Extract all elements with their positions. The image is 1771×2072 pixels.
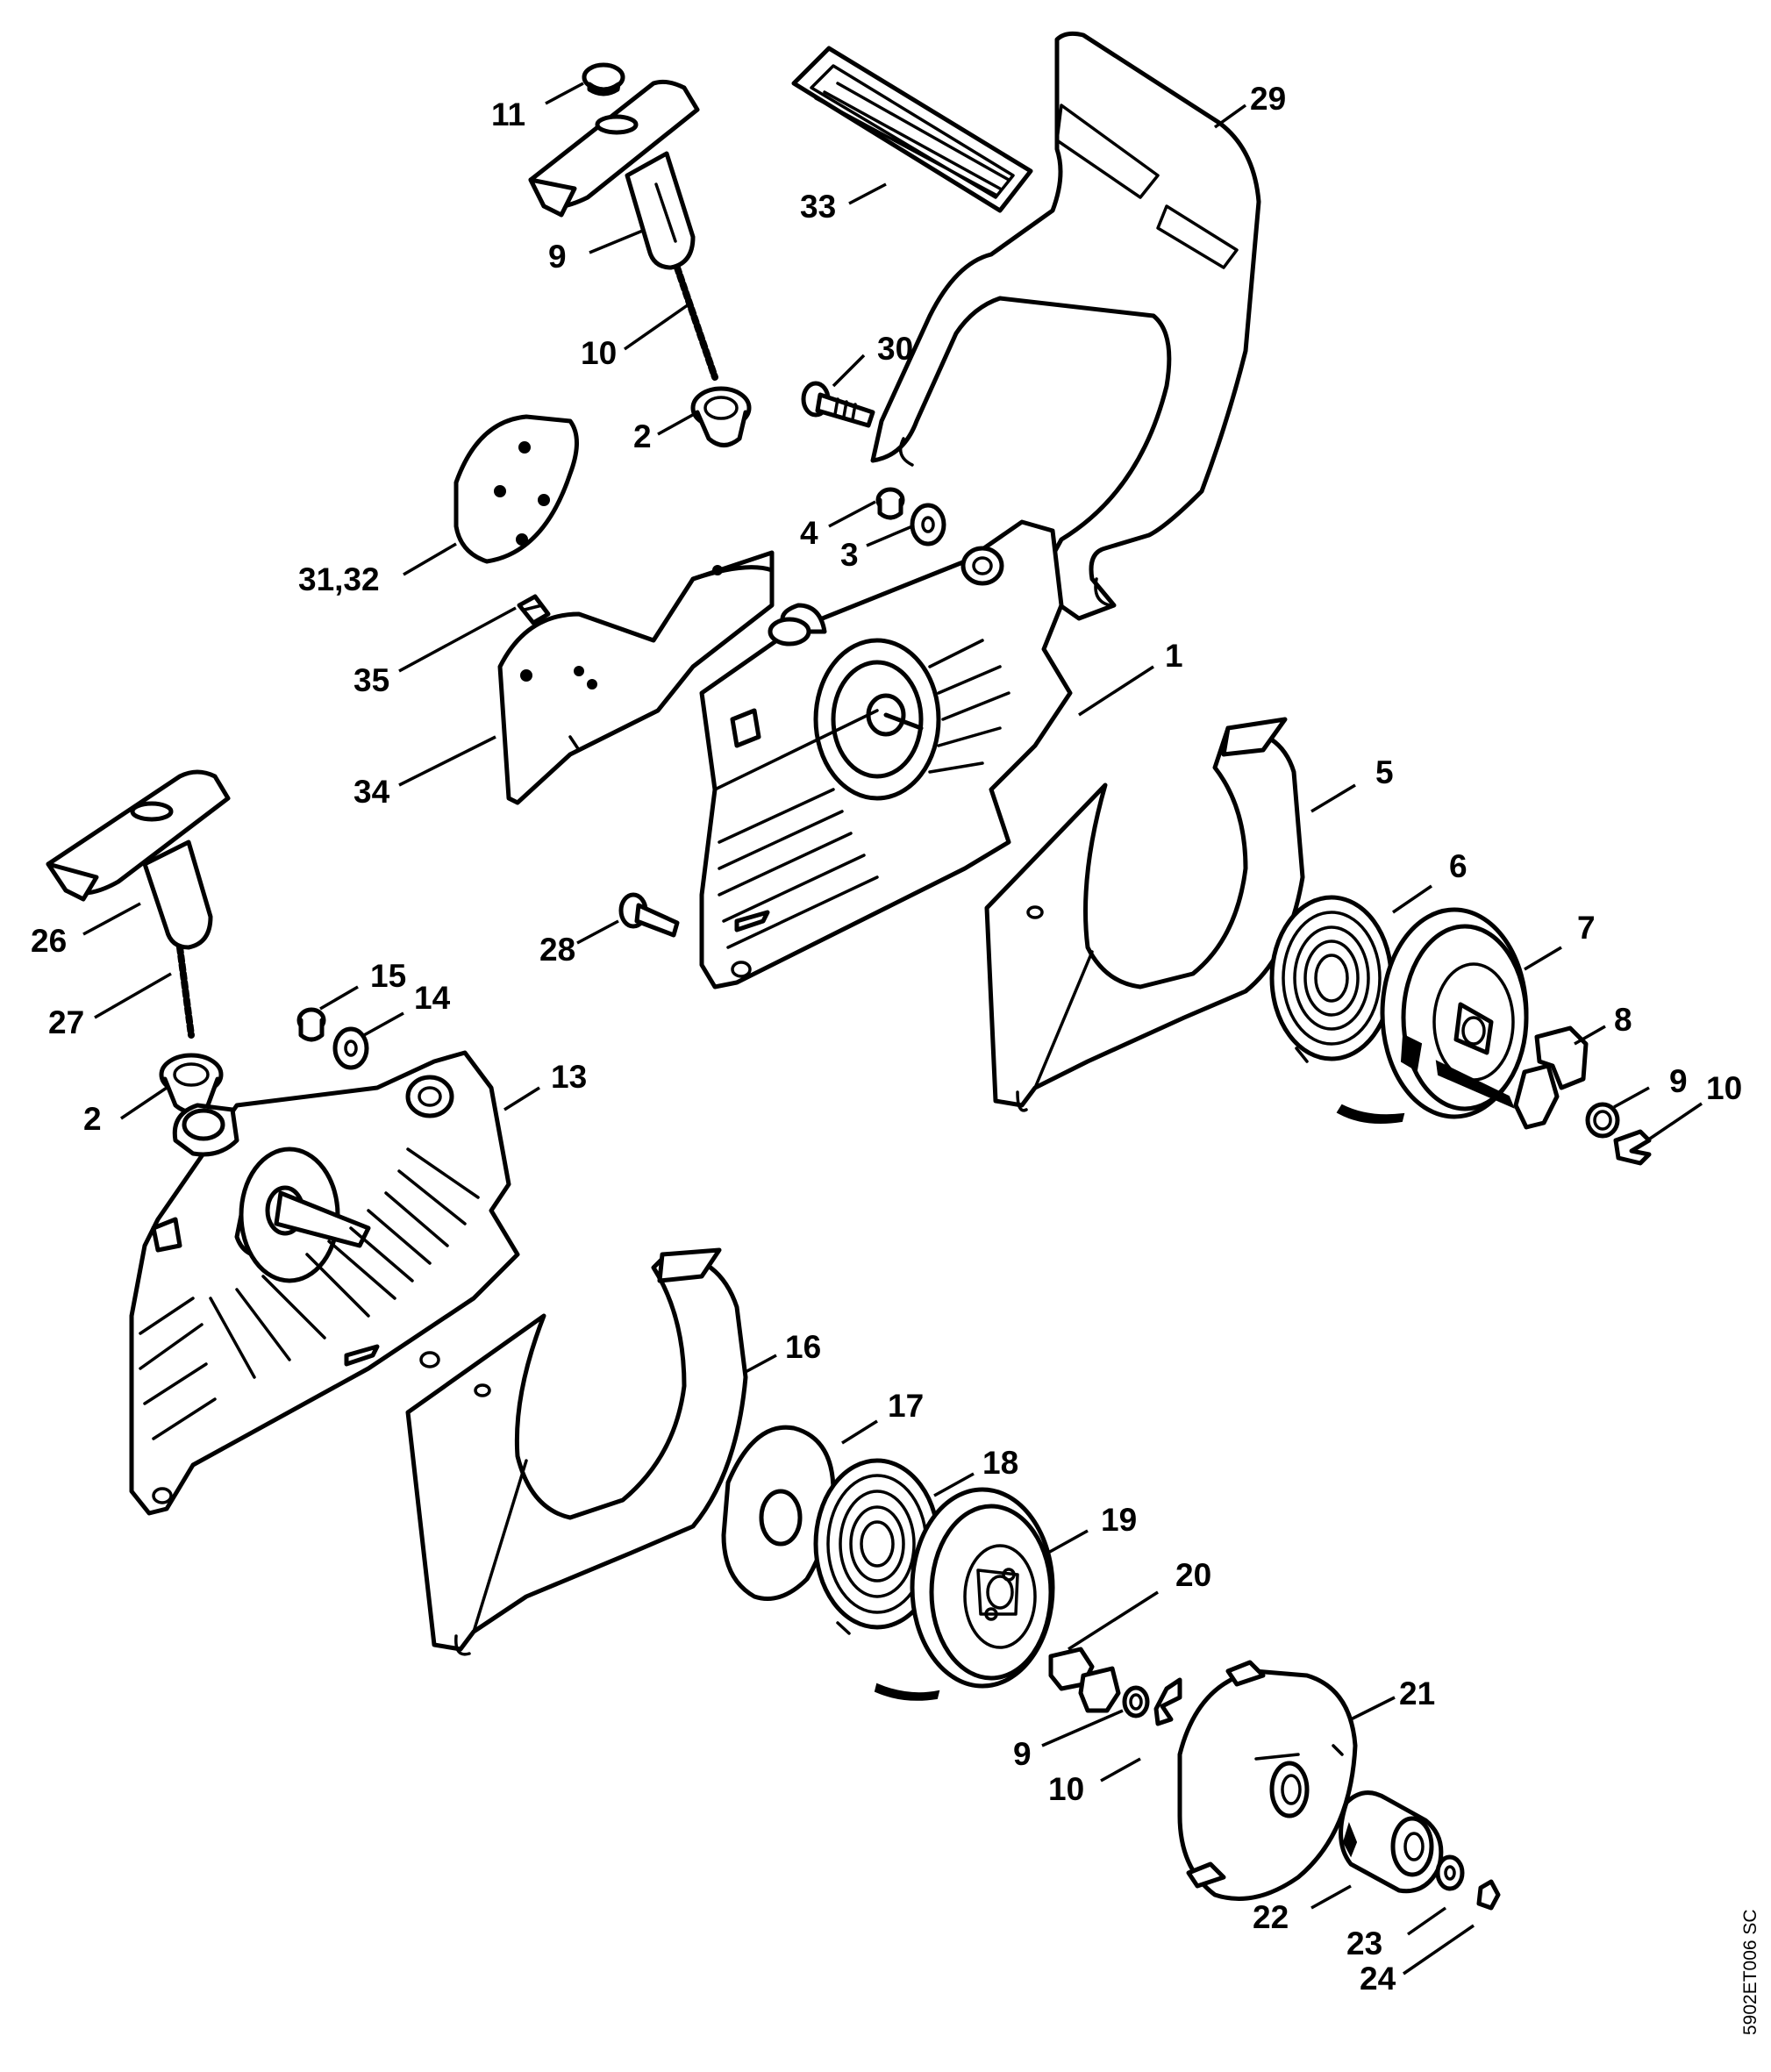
leader-lines xyxy=(82,82,1703,1976)
callout-labels: 11 9 10 2 30 29 33 4 3 31,32 35 34 1 5 6… xyxy=(31,81,1742,1997)
callout-3: 3 xyxy=(840,537,859,573)
callout-22: 21 xyxy=(1399,1675,1435,1711)
callout-9-lower: 9 xyxy=(1013,1736,1032,1772)
part-9-ring-top xyxy=(1585,1102,1620,1139)
callout-23: 22 xyxy=(1253,1899,1289,1935)
callout-11: 9 xyxy=(548,239,567,275)
part-8-pawl xyxy=(1513,1025,1589,1130)
part-5-cover xyxy=(984,717,1305,1112)
part-27-rope xyxy=(176,944,195,1039)
part-34-plate xyxy=(497,550,775,805)
callout-35: 35 xyxy=(353,662,389,698)
part-2-rope-guide-lower xyxy=(159,1053,224,1114)
callout-6: 6 xyxy=(1449,848,1468,884)
part-15-washer xyxy=(332,1026,369,1070)
part-10-clip-top xyxy=(1613,1129,1652,1166)
part-6-spring xyxy=(1269,895,1394,1063)
part-24-washer xyxy=(1435,1854,1465,1891)
callout-26: 26 xyxy=(31,923,67,959)
part-4-bushing xyxy=(875,487,905,520)
part-11-starter-grip xyxy=(528,79,700,270)
callout-29: 29 xyxy=(1250,81,1286,117)
callout-10-lower: 10 xyxy=(1048,1771,1084,1807)
callout-2-top: 2 xyxy=(633,418,652,454)
part-23-hub xyxy=(1339,1790,1444,1894)
part-20-rope-rotor xyxy=(874,1487,1055,1701)
part-28-screw xyxy=(618,892,680,938)
part-2-rope-guide-top xyxy=(690,386,752,447)
callout-34: 34 xyxy=(353,774,390,810)
callout-28: 28 xyxy=(539,932,575,968)
part-30-screw xyxy=(801,381,875,428)
callout-18: 17 xyxy=(888,1388,924,1424)
callout-27: 27 xyxy=(48,1004,84,1040)
callout-1: 1 xyxy=(1165,638,1183,674)
callout-25: 24 xyxy=(1360,1961,1396,1997)
callout-19: 18 xyxy=(982,1445,1018,1481)
part-3-washer xyxy=(910,503,946,547)
part-22-housing xyxy=(1177,1660,1358,1901)
part-9-ring-lower xyxy=(1122,1685,1150,1718)
part-35-screw xyxy=(517,594,551,625)
part-33-label-plate xyxy=(791,46,1033,213)
part-26-starter-grip xyxy=(46,769,231,950)
callout-10-top: 10 xyxy=(1706,1070,1742,1106)
diagram-code: 5902ET006 SC xyxy=(1740,1909,1760,2035)
callout-16: 15 xyxy=(370,958,406,994)
callout-15: 14 xyxy=(414,980,451,1016)
callout-24: 23 xyxy=(1346,1926,1382,1961)
part-10-clip-lower xyxy=(1153,1677,1182,1726)
callout-8: 8 xyxy=(1614,1002,1632,1038)
callout-7: 7 xyxy=(1577,910,1596,946)
part-12-rope xyxy=(674,264,718,381)
callout-31-32: 31,32 xyxy=(298,561,380,597)
part-29-hand-guard xyxy=(870,31,1261,621)
callout-20: 19 xyxy=(1101,1502,1137,1538)
callout-2-lower: 2 xyxy=(83,1101,102,1137)
part-21-pawl xyxy=(1048,1647,1121,1713)
part-17-cover xyxy=(405,1247,748,1656)
callout-14: 13 xyxy=(551,1059,587,1095)
part-7-rope-rotor xyxy=(1336,907,1529,1124)
part-25-clip xyxy=(1476,1879,1501,1911)
part-14-fan-housing xyxy=(129,1050,520,1516)
part-18-washer xyxy=(721,1425,836,1601)
callout-13: 11 xyxy=(491,96,525,132)
callout-4: 4 xyxy=(800,515,818,551)
callout-9-top: 9 xyxy=(1669,1063,1688,1099)
part-31-32-disc xyxy=(453,414,579,564)
callout-33: 33 xyxy=(800,189,836,225)
part-16-bushing xyxy=(296,1007,326,1042)
callout-30: 30 xyxy=(877,331,913,367)
callout-21: 20 xyxy=(1175,1557,1211,1593)
callout-5: 5 xyxy=(1375,754,1394,790)
callout-17: 16 xyxy=(785,1329,821,1365)
part-1-fan-housing xyxy=(699,519,1073,990)
part-13-cap xyxy=(582,62,625,96)
callout-12: 10 xyxy=(581,335,617,371)
